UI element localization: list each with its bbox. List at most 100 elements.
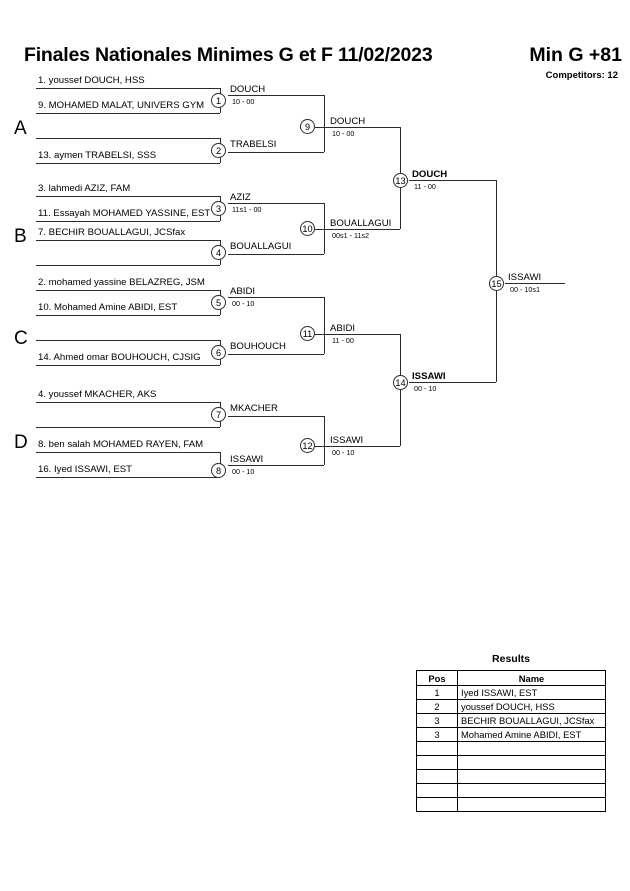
entrant-name: 16. Iyed ISSAWI, EST [38, 464, 133, 475]
match-number-10[interactable]: 10 [300, 221, 315, 236]
match-out-line [315, 446, 400, 447]
match-out-line [315, 334, 400, 335]
match-number-8[interactable]: 8 [211, 463, 226, 478]
results-cell-pos [416, 783, 458, 798]
match-number-7[interactable]: 7 [211, 407, 226, 422]
match-number-1[interactable]: 1 [211, 93, 226, 108]
results-cell-pos [416, 769, 458, 784]
match-number-4[interactable]: 4 [211, 245, 226, 260]
entrant-slot-line [36, 477, 220, 478]
match-number-2[interactable]: 2 [211, 143, 226, 158]
match-out-line [228, 297, 324, 298]
match-out-line [228, 465, 324, 466]
match-score-14: 00 - 10 [414, 384, 437, 393]
table-row [416, 755, 606, 770]
match-number-12[interactable]: 12 [300, 438, 315, 453]
match-score-5: 00 - 10 [232, 299, 255, 308]
entrant-name: 13. aymen TRABELSI, SSS [38, 150, 157, 161]
match-winner-11: ABIDI [330, 323, 356, 334]
table-row [416, 769, 606, 784]
bracket-join [400, 334, 401, 446]
match-score-8: 00 - 10 [232, 467, 255, 476]
match-out-line [228, 254, 324, 255]
entrant-name: 3. lahmedi AZIZ, FAM [38, 183, 131, 194]
results-cell-name [457, 755, 606, 770]
match-score-13: 11 - 00 [414, 182, 436, 191]
match-number-15[interactable]: 15 [489, 276, 504, 291]
results-cell-name: Mohamed Amine ABIDI, EST [457, 727, 606, 742]
category-title: Min G +81 [529, 44, 622, 66]
match-score-11: 11 - 00 [332, 336, 354, 345]
entrant-name: 7. BECHIR BOUALLAGUI, JCSfax [38, 227, 186, 238]
competitors-count: Competitors: 12 [545, 70, 618, 81]
match-winner-1: DOUCH [230, 84, 266, 95]
match-winner-6: BOUHOUCH [230, 341, 286, 352]
results-cell-name [457, 741, 606, 756]
match-number-6[interactable]: 6 [211, 345, 226, 360]
entrant-slot-line [36, 340, 220, 341]
match-out-line [228, 152, 324, 153]
results-cell-name [457, 783, 606, 798]
entrant-slot-line [36, 138, 220, 139]
table-row [416, 783, 606, 798]
match-winner-2: TRABELSI [230, 139, 277, 150]
match-winner-10: BOUALLAGUI [330, 218, 392, 229]
entrant-slot-line [36, 315, 220, 316]
match-winner-5: ABIDI [230, 286, 256, 297]
entrant-name: 14. Ahmed omar BOUHOUCH, CJSIG [38, 352, 201, 363]
entrant-slot-line [36, 402, 220, 403]
match-score-10: 00s1 - 11s2 [332, 231, 370, 240]
entrant-slot-line [36, 196, 220, 197]
match-number-9[interactable]: 9 [300, 119, 315, 134]
match-winner-3: AZIZ [230, 192, 251, 203]
entrant-name: 9. MOHAMED MALAT, UNIVERS GYM [38, 100, 205, 111]
entrant-slot-line [36, 88, 220, 89]
results-header-row: Pos Name [416, 670, 606, 686]
group-letter-c: C [14, 328, 28, 349]
entrant-slot-line [36, 113, 220, 114]
match-out-line [228, 203, 324, 204]
entrant-name: 8. ben salah MOHAMED RAYEN, FAM [38, 439, 204, 450]
match-number-11[interactable]: 11 [300, 326, 315, 341]
match-winner-9: DOUCH [330, 116, 366, 127]
match-winner-14: ISSAWI [412, 371, 446, 382]
match-out-line [505, 283, 565, 284]
results-cell-pos: 3 [416, 713, 458, 728]
results-cell-name [457, 797, 606, 812]
match-score-9: 10 - 00 [332, 129, 355, 138]
results-cell-pos: 1 [416, 685, 458, 700]
results-cell-pos: 3 [416, 727, 458, 742]
match-score-3: 11s1 - 00 [232, 205, 262, 214]
bracket-join [324, 416, 325, 465]
match-number-3[interactable]: 3 [211, 201, 226, 216]
results-col-name: Name [457, 670, 606, 686]
match-out-line [228, 416, 324, 417]
match-out-line [315, 127, 400, 128]
entrant-slot-line [36, 290, 220, 291]
results-cell-pos [416, 797, 458, 812]
group-letter-a: A [14, 118, 27, 139]
match-number-13[interactable]: 13 [393, 173, 408, 188]
table-row [416, 797, 606, 812]
results-cell-pos: 2 [416, 699, 458, 714]
entrant-slot-line [36, 240, 220, 241]
table-row [416, 741, 606, 756]
match-out-line [228, 95, 324, 96]
match-winner-7: MKACHER [230, 403, 278, 414]
entrant-name: 4. youssef MKACHER, AKS [38, 389, 157, 400]
match-winner-12: ISSAWI [330, 435, 364, 446]
results-cell-pos [416, 741, 458, 756]
entrant-slot-line [36, 365, 220, 366]
entrant-slot-line [36, 221, 220, 222]
match-out-line [409, 382, 496, 383]
match-number-5[interactable]: 5 [211, 295, 226, 310]
entrant-name: 11. Essayah MOHAMED YASSINE, EST [38, 208, 211, 219]
results-cell-name: Iyed ISSAWI, EST [457, 685, 606, 700]
results-cell-name: youssef DOUCH, HSS [457, 699, 606, 714]
match-winner-15: ISSAWI [508, 272, 542, 283]
match-number-14[interactable]: 14 [393, 375, 408, 390]
